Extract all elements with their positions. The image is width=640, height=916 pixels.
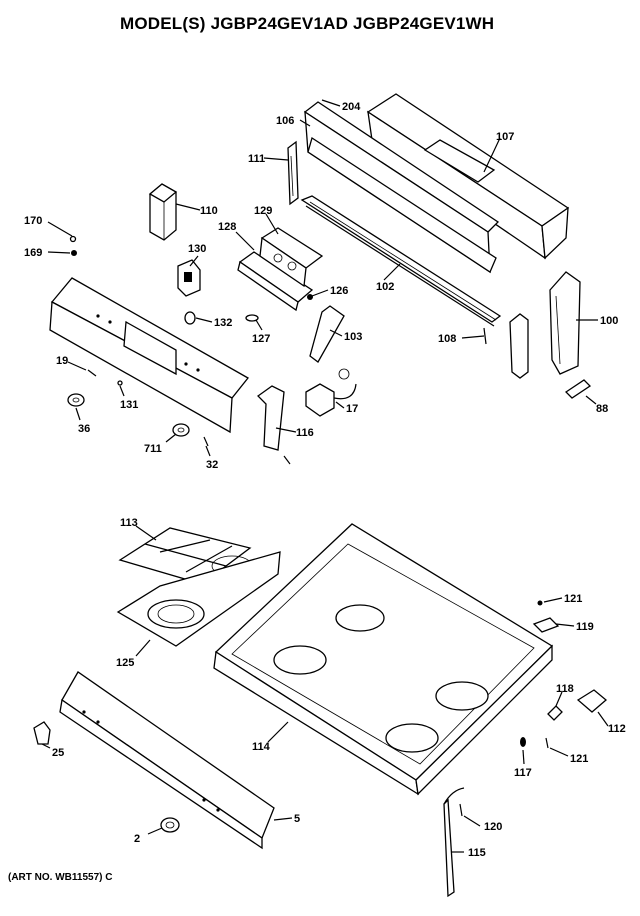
callout-36: 36 [78, 423, 90, 435]
screw-108 [483, 327, 487, 345]
callout-labels: 204 106 107 111 110 170 169 129 128 130 … [24, 101, 626, 859]
side-bracket-right [509, 313, 529, 379]
callout-125: 125 [116, 657, 134, 669]
screw-131 [117, 380, 123, 386]
callout-110: 110 [200, 205, 218, 217]
screw-below-116 [283, 455, 291, 465]
part-132 [184, 311, 196, 325]
foot-117 [520, 737, 526, 747]
callout-111: 111 [248, 153, 265, 165]
callout-25: 25 [52, 747, 64, 759]
control-panel [49, 277, 249, 434]
screw-19 [87, 369, 97, 377]
callout-132: 132 [214, 317, 232, 329]
callout-114: 114 [252, 741, 271, 753]
rod-115 [443, 787, 465, 898]
callout-88: 88 [596, 403, 608, 415]
callout-113: 113 [120, 517, 138, 529]
hinge-88 [564, 379, 592, 399]
screw-32 [203, 436, 209, 447]
callout-128: 128 [218, 221, 236, 233]
callout-32: 32 [206, 459, 218, 471]
callout-130: 130 [188, 243, 206, 255]
callout-119: 119 [576, 621, 594, 633]
cooktop-114 [213, 523, 554, 796]
part-25 [33, 721, 51, 745]
callout-711: 711 [144, 443, 162, 455]
hinge-119 [532, 617, 560, 633]
bracket-116 [256, 385, 285, 451]
callout-2: 2 [134, 833, 140, 845]
knob-36 [67, 393, 85, 407]
callout-117: 117 [514, 767, 532, 779]
callout-204: 204 [342, 101, 361, 113]
knob-2 [160, 817, 180, 833]
bracket-110 [148, 183, 178, 241]
part-127 [245, 314, 259, 322]
callout-131: 131 [120, 399, 138, 411]
nut-169 [71, 250, 77, 256]
callout-106: 106 [276, 115, 294, 127]
callout-170: 170 [24, 215, 42, 227]
knob-711 [172, 423, 190, 437]
screw-120 [459, 803, 463, 817]
tube-103 [309, 305, 345, 363]
callout-121-lower: 121 [570, 753, 588, 765]
screw-170 [69, 235, 77, 243]
callout-19: 19 [56, 355, 68, 367]
burner-bowl-125 [116, 551, 281, 647]
backsplash-panel [366, 93, 570, 260]
valve-17 [305, 368, 357, 417]
clip-130 [177, 259, 201, 297]
callout-129: 129 [254, 205, 272, 217]
callout-103: 103 [344, 331, 362, 343]
callout-112: 112 [608, 723, 626, 735]
screw-121-upper [537, 600, 543, 606]
switch-assembly [237, 227, 324, 312]
leader-lines [41, 99, 609, 853]
clip-118 [547, 705, 563, 721]
callout-116: 116 [296, 427, 314, 439]
callout-126: 126 [330, 285, 348, 297]
callout-169: 169 [24, 247, 42, 259]
callout-118: 118 [556, 683, 574, 695]
screw-121-lower [545, 737, 549, 749]
callout-5: 5 [294, 813, 300, 825]
manifold-bar [300, 195, 502, 327]
side-bracket [287, 140, 299, 206]
callout-115: 115 [468, 847, 486, 859]
rear-panel [303, 101, 500, 274]
callout-107: 107 [496, 131, 514, 143]
callout-120: 120 [484, 821, 502, 833]
callout-100: 100 [600, 315, 618, 327]
callout-127: 127 [252, 333, 270, 345]
front-trim [59, 671, 275, 850]
callout-121-upper: 121 [564, 593, 582, 605]
side-panel-100 [549, 271, 581, 375]
callout-108: 108 [438, 333, 456, 345]
callout-17: 17 [346, 403, 358, 415]
part-112 [576, 689, 608, 713]
art-number: (ART NO. WB11557) C [8, 872, 113, 883]
callout-102: 102 [376, 281, 394, 293]
page-title: MODEL(S) JGBP24GEV1AD JGBP24GEV1WH [120, 14, 495, 33]
screw-126 [307, 294, 313, 300]
